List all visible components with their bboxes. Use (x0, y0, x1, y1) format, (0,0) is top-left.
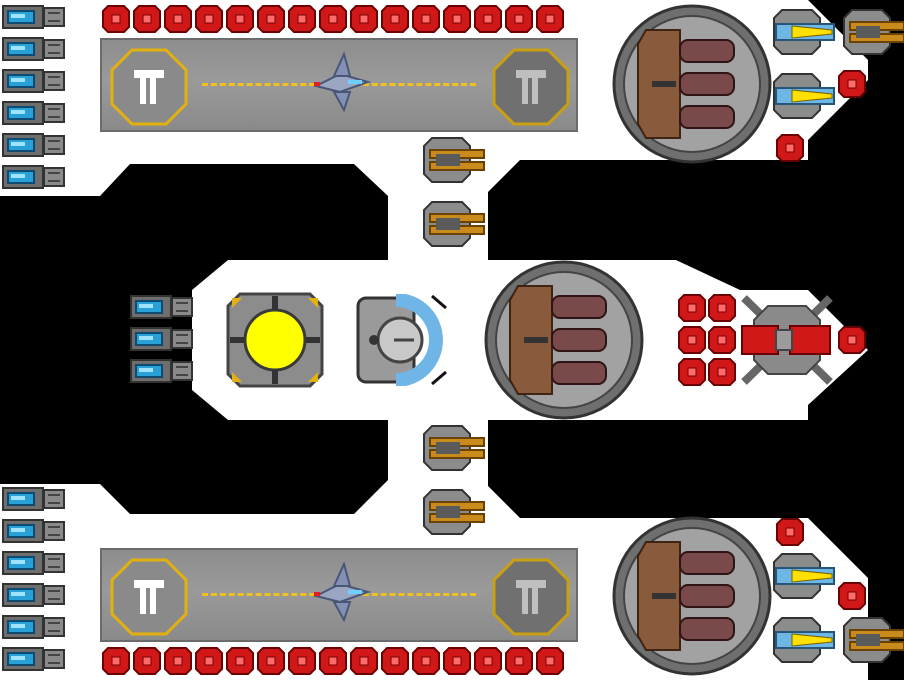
armor-module-icon[interactable] (164, 5, 192, 33)
engine-thruster-icon[interactable] (130, 326, 194, 352)
heavy-turret-icon[interactable] (484, 260, 644, 420)
armor-module-icon[interactable] (536, 647, 564, 675)
engine-thruster-icon[interactable] (2, 164, 66, 190)
armor-module-icon[interactable] (102, 5, 130, 33)
heavy-turret-icon[interactable] (612, 4, 772, 164)
autocannon-icon[interactable] (422, 136, 486, 184)
armor-module-icon[interactable] (133, 5, 161, 33)
pad-marker-icon (110, 48, 188, 126)
armor-module-icon[interactable] (678, 358, 706, 386)
armor-module-icon[interactable] (195, 5, 223, 33)
engine-thruster-icon[interactable] (2, 582, 66, 608)
armor-module-icon[interactable] (776, 134, 804, 162)
armor-module-icon[interactable] (708, 358, 736, 386)
armor-module-icon[interactable] (381, 647, 409, 675)
armor-module-icon[interactable] (226, 647, 254, 675)
armor-module-icon[interactable] (474, 647, 502, 675)
armor-module-icon[interactable] (350, 5, 378, 33)
armor-module-icon[interactable] (319, 5, 347, 33)
armor-module-icon[interactable] (133, 647, 161, 675)
armor-module-icon[interactable] (195, 647, 223, 675)
pad-marker-icon (492, 558, 570, 636)
engine-thruster-icon[interactable] (2, 486, 66, 512)
armor-module-icon[interactable] (102, 647, 130, 675)
armor-module-icon[interactable] (412, 647, 440, 675)
autocannon-icon[interactable] (842, 8, 904, 56)
reactor-core-icon[interactable] (226, 292, 324, 388)
armor-module-icon[interactable] (443, 647, 471, 675)
engine-thruster-icon[interactable] (2, 550, 66, 576)
landing-pad-top[interactable] (100, 38, 578, 132)
armor-module-icon[interactable] (350, 647, 378, 675)
fighter-ship-icon[interactable] (310, 52, 374, 112)
engine-thruster-icon[interactable] (2, 132, 66, 158)
laser-cannon-icon[interactable] (772, 552, 836, 600)
landing-pad-bottom[interactable] (100, 548, 578, 642)
shield-generator-icon[interactable] (356, 294, 448, 386)
engine-thruster-icon[interactable] (2, 4, 66, 30)
armor-module-icon[interactable] (257, 647, 285, 675)
engine-thruster-icon[interactable] (2, 68, 66, 94)
engine-thruster-icon[interactable] (2, 646, 66, 672)
engine-thruster-icon[interactable] (130, 294, 194, 320)
armor-module-icon[interactable] (678, 294, 706, 322)
armor-module-icon[interactable] (474, 5, 502, 33)
engine-thruster-icon[interactable] (130, 358, 194, 384)
armor-module-icon[interactable] (226, 5, 254, 33)
armor-module-icon[interactable] (708, 326, 736, 354)
armor-module-icon[interactable] (708, 294, 736, 322)
armor-module-icon[interactable] (838, 582, 866, 610)
engine-thruster-icon[interactable] (2, 518, 66, 544)
armor-module-icon[interactable] (678, 326, 706, 354)
autocannon-icon[interactable] (422, 424, 486, 472)
autocannon-icon[interactable] (422, 488, 486, 536)
autocannon-icon[interactable] (422, 200, 486, 248)
laser-cannon-icon[interactable] (772, 616, 836, 664)
armor-module-icon[interactable] (505, 5, 533, 33)
armor-module-icon[interactable] (838, 70, 866, 98)
engine-thruster-icon[interactable] (2, 36, 66, 62)
armor-module-icon[interactable] (443, 5, 471, 33)
fighter-ship-icon[interactable] (310, 562, 374, 622)
armor-module-icon[interactable] (776, 518, 804, 546)
armor-module-icon[interactable] (288, 5, 316, 33)
armor-module-icon[interactable] (381, 5, 409, 33)
armor-module-icon[interactable] (257, 5, 285, 33)
pad-marker-icon (110, 558, 188, 636)
pad-marker-icon (492, 48, 570, 126)
missile-launcher-icon[interactable] (738, 292, 836, 388)
heavy-turret-icon[interactable] (612, 516, 772, 676)
engine-thruster-icon[interactable] (2, 614, 66, 640)
armor-module-icon[interactable] (536, 5, 564, 33)
armor-module-icon[interactable] (319, 647, 347, 675)
armor-module-icon[interactable] (505, 647, 533, 675)
laser-cannon-icon[interactable] (772, 72, 836, 120)
autocannon-icon[interactable] (842, 616, 904, 664)
engine-thruster-icon[interactable] (2, 100, 66, 126)
armor-module-icon[interactable] (164, 647, 192, 675)
armor-module-icon[interactable] (288, 647, 316, 675)
armor-module-icon[interactable] (838, 326, 866, 354)
armor-module-icon[interactable] (412, 5, 440, 33)
laser-cannon-icon[interactable] (772, 8, 836, 56)
